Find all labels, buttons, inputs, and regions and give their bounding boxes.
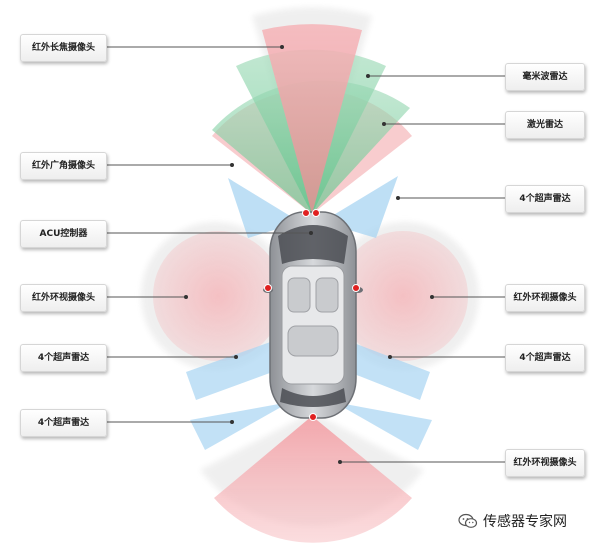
- label-ultrasonic-radar-right-mid: 4个超声雷达: [505, 344, 585, 372]
- vehicle-top-view: [263, 211, 363, 419]
- wechat-icon: [458, 513, 478, 528]
- label-acu-controller: ACU控制器: [20, 220, 107, 248]
- right-surround-camera-zone: [338, 231, 468, 361]
- label-infrared-surround-camera-rear: 红外环视摄像头: [505, 449, 585, 477]
- watermark-text: 传感器专家网: [483, 514, 567, 530]
- label-ultrasonic-radar-front-right: 4个超声雷达: [505, 185, 585, 213]
- sensor-dots: [264, 209, 360, 421]
- label-infrared-surround-camera-right: 红外环视摄像头: [505, 284, 585, 312]
- leader-endpoints: [184, 45, 434, 464]
- label-ultrasonic-radar-left-mid: 4个超声雷达: [20, 344, 107, 372]
- telephoto-camera-zone: [262, 24, 362, 214]
- rear-camera-zone: [214, 416, 412, 543]
- source-watermark: 传感器专家网: [458, 512, 567, 530]
- label-ultrasonic-radar-left-rear: 4个超声雷达: [20, 409, 107, 437]
- label-mmwave-radar: 毫米波雷达: [505, 63, 585, 91]
- label-infrared-telephoto-camera: 红外长焦摄像头: [20, 34, 107, 62]
- label-lidar: 激光雷达: [505, 111, 585, 139]
- leader-lines: [106, 46, 505, 463]
- label-infrared-wide-camera: 红外广角摄像头: [20, 152, 107, 180]
- label-infrared-surround-camera-left: 红外环视摄像头: [20, 284, 107, 312]
- left-surround-camera-zone: [153, 231, 283, 361]
